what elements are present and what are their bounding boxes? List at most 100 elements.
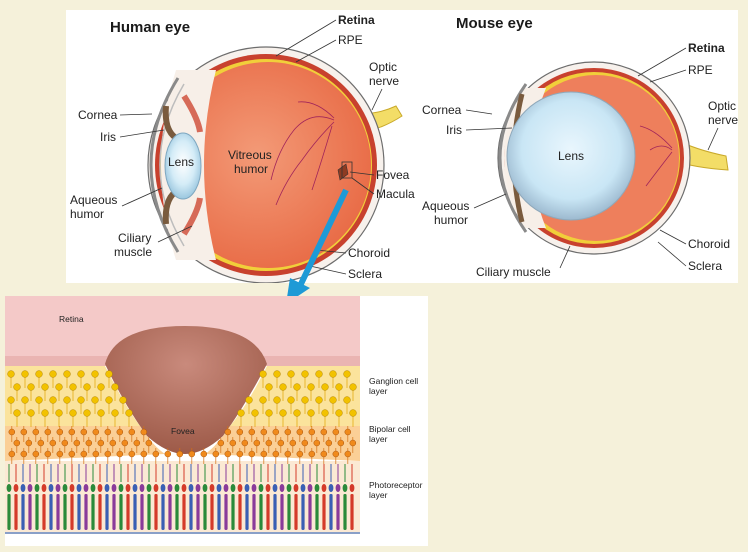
bipolar-cell <box>97 439 105 447</box>
bipolar-cell <box>332 450 340 458</box>
human-cornea <box>149 77 180 253</box>
photoreceptor-nucleus <box>76 484 82 492</box>
bipolar-cell <box>68 428 76 436</box>
photoreceptor-outer-segment <box>91 494 95 530</box>
ganglion-cell <box>287 396 295 404</box>
human-label-vitreous-1: Vitreous <box>228 148 272 162</box>
photoreceptor-nucleus <box>125 484 131 492</box>
photoreceptor-nucleus <box>272 484 278 492</box>
ganglion-cell <box>41 383 49 391</box>
bipolar-cell <box>344 450 352 458</box>
photoreceptor-nucleus <box>181 484 187 492</box>
mouse-label-ciliary: Ciliary muscle <box>476 265 551 279</box>
mouse-label-sclera: Sclera <box>688 259 722 273</box>
ganglion-cell <box>307 383 315 391</box>
photoreceptor-nucleus <box>160 484 166 492</box>
ganglion-cell <box>83 383 91 391</box>
photoreceptor-outer-segment <box>77 494 81 530</box>
bipolar-cell <box>37 439 45 447</box>
photoreceptor-outer-segment <box>119 494 123 530</box>
bipolar-cell <box>212 450 220 458</box>
ganglion-cell <box>105 396 113 404</box>
ganglion-cell <box>35 396 43 404</box>
photoreceptor-outer-segment <box>147 494 151 530</box>
photoreceptor-nucleus <box>83 484 89 492</box>
ganglion-cell <box>125 409 133 417</box>
bipolar-cell <box>236 428 244 436</box>
photoreceptor-nucleus <box>223 484 229 492</box>
bipolar-cell <box>121 439 129 447</box>
photoreceptor-nucleus <box>342 484 348 492</box>
mouse-label-cornea: Cornea <box>422 103 462 117</box>
photoreceptor-nucleus <box>321 484 327 492</box>
photoreceptor-outer-segment <box>28 494 32 530</box>
photoreceptor-outer-segment <box>168 494 172 530</box>
retina-detail-panel: Retina Fovea Ganglion cell layer Bipolar… <box>5 296 428 546</box>
photoreceptor-nucleus <box>258 484 264 492</box>
photoreceptor-outer-segment <box>280 494 284 530</box>
ganglion-cell <box>27 409 35 417</box>
photoreceptor-outer-segment <box>7 494 11 530</box>
photoreceptor-nucleus <box>293 484 299 492</box>
ganglion-cell <box>69 409 77 417</box>
bipolar-cell <box>349 439 357 447</box>
bipolar-cell <box>140 450 148 458</box>
bipolar-cell <box>253 439 261 447</box>
ganglion-cell <box>343 370 351 378</box>
human-label-macula: Macula <box>376 187 415 201</box>
human-label-aqueous-2: humor <box>70 207 104 221</box>
photoreceptor-outer-segment <box>112 494 116 530</box>
photoreceptor-outer-segment <box>126 494 130 530</box>
bipolar-cell <box>217 439 225 447</box>
photoreceptor-outer-segment <box>259 494 263 530</box>
photoreceptor-label-2: layer <box>369 490 388 500</box>
ganglion-cell <box>237 409 245 417</box>
ganglion-cell <box>301 370 309 378</box>
human-label-fovea: Fovea <box>376 168 410 182</box>
ganglion-cell <box>293 409 301 417</box>
bipolar-cell <box>344 428 352 436</box>
photoreceptor-nucleus <box>237 484 243 492</box>
photoreceptor-outer-segment <box>49 494 53 530</box>
photoreceptor-outer-segment <box>336 494 340 530</box>
photoreceptor-nucleus <box>244 484 250 492</box>
bipolar-cell <box>241 439 249 447</box>
mouse-label-aqueous-1: Aqueous <box>422 199 469 213</box>
bipolar-cell <box>296 428 304 436</box>
bipolar-cell <box>265 439 273 447</box>
bipolar-cell <box>68 450 76 458</box>
bipolar-cell <box>73 439 81 447</box>
ganglion-cell <box>273 396 281 404</box>
photoreceptor-outer-segment <box>294 494 298 530</box>
bipolar-cell <box>80 428 88 436</box>
ganglion-cell <box>111 383 119 391</box>
human-label-optic-nerve-2: nerve <box>369 74 399 88</box>
ganglion-cell <box>77 370 85 378</box>
ganglion-cell <box>279 409 287 417</box>
ganglion-cell <box>49 370 57 378</box>
photoreceptor-outer-segment <box>301 494 305 530</box>
ganglion-cell <box>273 370 281 378</box>
bipolar-cell <box>224 450 232 458</box>
bipolar-cell <box>128 428 136 436</box>
ganglion-cell <box>315 370 323 378</box>
bipolar-cell <box>32 450 40 458</box>
photoreceptor-nucleus <box>188 484 194 492</box>
ganglion-cell <box>77 396 85 404</box>
ganglion-cell <box>55 409 63 417</box>
photoreceptor-nucleus <box>13 484 19 492</box>
bipolar-cell <box>301 439 309 447</box>
bipolar-cell <box>133 439 141 447</box>
bipolar-cell <box>248 450 256 458</box>
photoreceptor-outer-segment <box>133 494 137 530</box>
photoreceptor-nucleus <box>328 484 334 492</box>
ganglion-cells <box>7 370 357 427</box>
photoreceptor-outer-segment <box>210 494 214 530</box>
human-label-ciliary-1: Ciliary <box>118 231 151 245</box>
bipolar-cell <box>272 450 280 458</box>
ganglion-cell <box>105 370 113 378</box>
bipolar-cell <box>80 450 88 458</box>
mouse-label-choroid: Choroid <box>688 237 730 251</box>
photoreceptor-nucleus <box>174 484 180 492</box>
photoreceptor-outer-segment <box>217 494 221 530</box>
